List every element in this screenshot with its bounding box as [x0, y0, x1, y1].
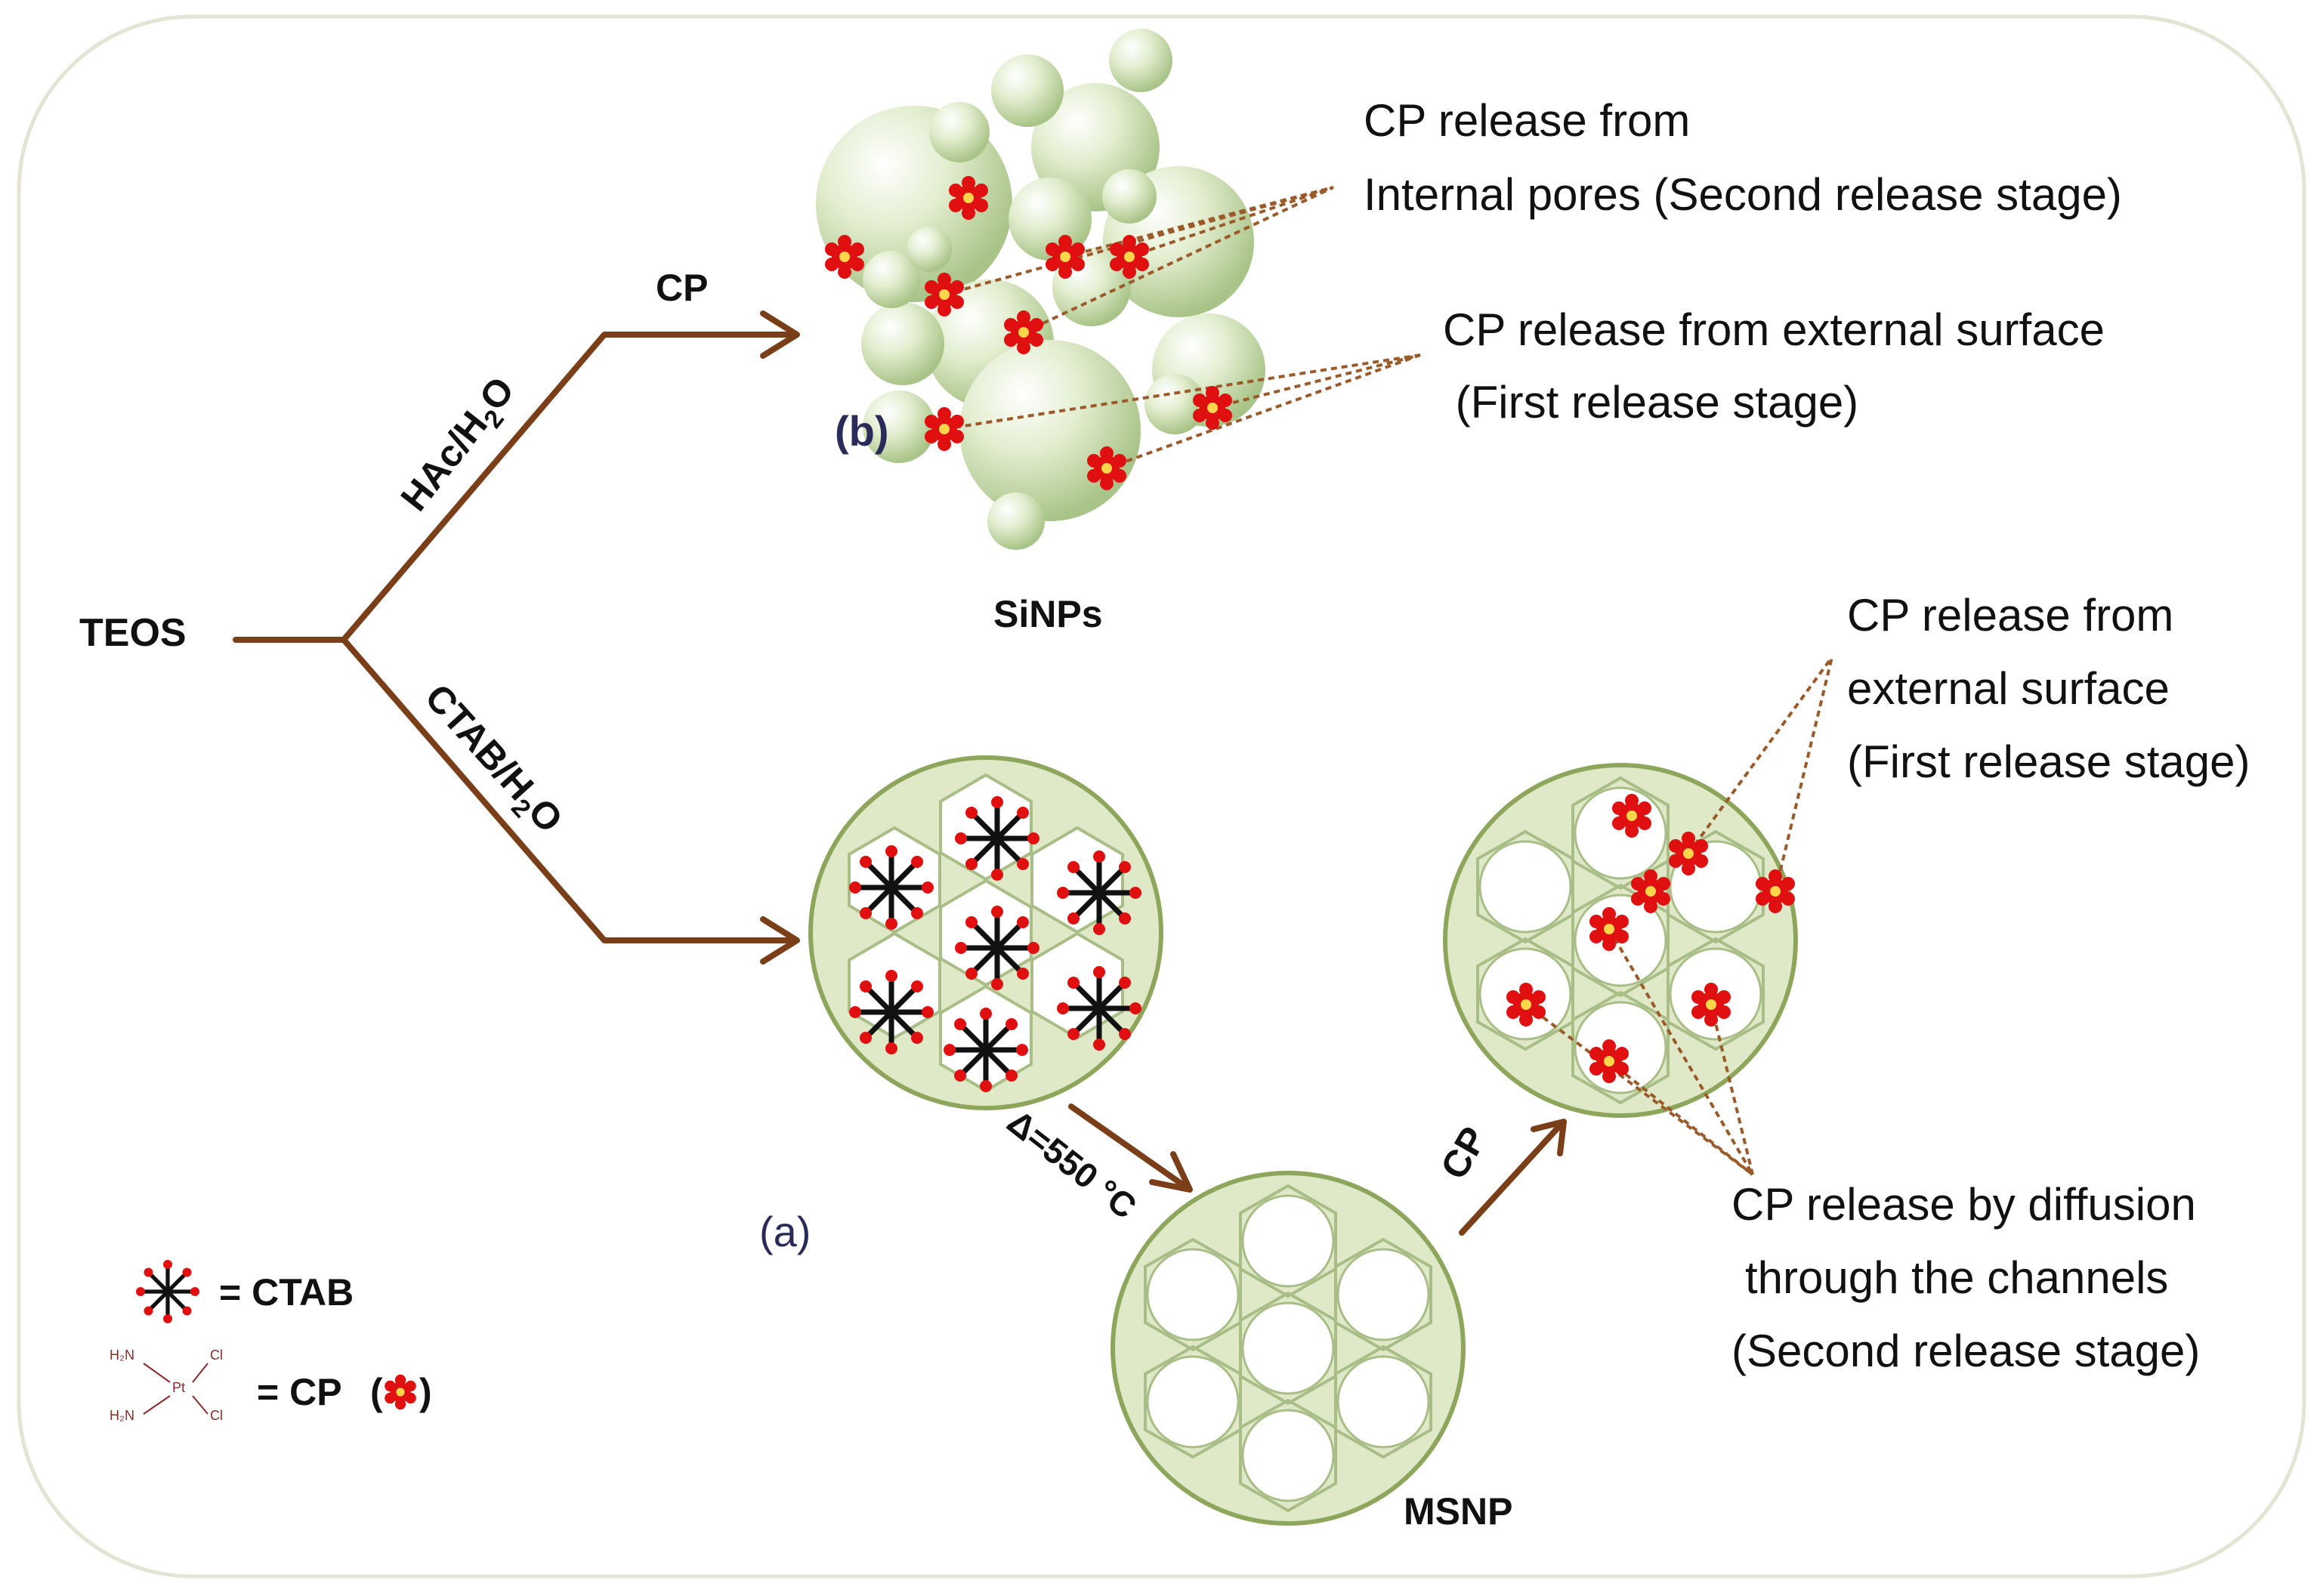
sinp-external-line2: (First release stage) [1443, 377, 1858, 428]
panel-a-label: (a) [759, 1208, 811, 1255]
legend: = CTAB H₂N H₂N Pt Cl Cl = CP ( ) [110, 1260, 432, 1423]
calcination-arrow [1068, 1104, 1185, 1187]
svg-text:H₂N: H₂N [110, 1347, 134, 1363]
msnp-external-line1: CP release from [1847, 590, 2173, 641]
reaction-arrows [233, 310, 1567, 1236]
sinp-leader-lines [944, 186, 1421, 470]
top-branch-arrow [341, 332, 796, 643]
msnp-diffusion-line3: (Second release stage) [1731, 1326, 2200, 1376]
svg-text:H₂N: H₂N [110, 1408, 134, 1423]
svg-text:Pt: Pt [172, 1380, 185, 1395]
svg-text:Cl: Cl [210, 1408, 223, 1423]
bottom-arrow-head [760, 916, 800, 965]
top-cp-reagent: CP [656, 267, 708, 309]
loading-arrow [1459, 1122, 1563, 1236]
legend-ctab-icon [136, 1260, 199, 1323]
msnp-label: MSNP [1404, 1490, 1512, 1533]
legend-cp-paren-open: ( [370, 1371, 383, 1413]
outer-frame [17, 14, 2306, 1579]
top-arrow-head [760, 310, 800, 359]
legend-cp-structure: H₂N H₂N Pt Cl Cl [110, 1347, 223, 1423]
legend-cp-label: = CP [257, 1371, 342, 1413]
msnp-diffusion-line2: through the channels [1745, 1252, 2168, 1303]
sinps-label: SiNPs [993, 593, 1103, 635]
templated-particle [808, 755, 1163, 1110]
teos-label: TEOS [79, 611, 187, 655]
loading-arrow-head [1531, 1119, 1567, 1156]
sinp-internal-line2: Internal pores (Second release stage) [1364, 169, 2122, 220]
msnp-external-line3: (First release stage) [1847, 736, 2250, 787]
calcination-arrow-head [1149, 1151, 1193, 1193]
msnp-leader-lines [1524, 656, 1833, 1176]
panel-b-label: (b) [835, 407, 889, 455]
msnp-particle [1111, 1171, 1466, 1526]
svg-text:Cl: Cl [210, 1347, 223, 1363]
legend-cp-paren-close: ) [419, 1371, 432, 1413]
msnp-diffusion-line1: CP release by diffusion [1731, 1179, 2196, 1230]
legend-ctab-label: = CTAB [219, 1271, 354, 1314]
msnp-external-line2: external surface [1847, 663, 2170, 714]
sinp-internal-line1: CP release from [1364, 95, 1690, 146]
bottom-branch-arrow [341, 637, 796, 943]
sinp-external-line1: CP release from external surface [1443, 304, 2105, 355]
